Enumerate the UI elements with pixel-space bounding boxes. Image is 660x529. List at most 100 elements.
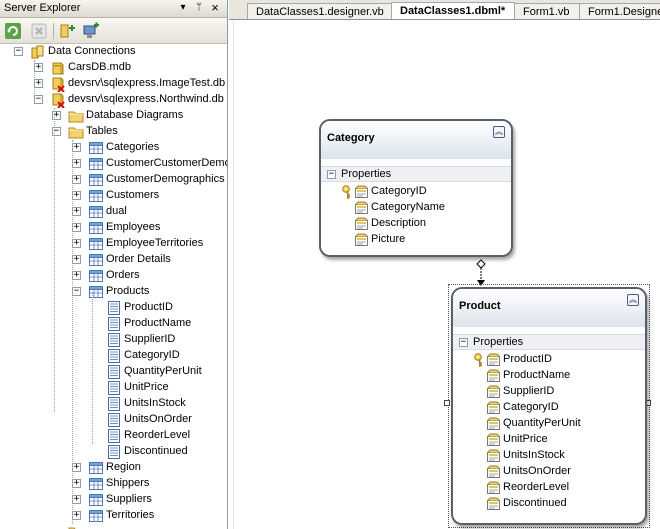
tree-node-label: UnitsOnOrder bbox=[124, 413, 192, 425]
expand-plus-icon[interactable]: + bbox=[72, 142, 81, 152]
entity-property-quantityperunit[interactable]: QuantityPerUnit bbox=[485, 416, 645, 432]
expand-plus-icon[interactable]: + bbox=[72, 174, 81, 184]
tree-node-column-productname[interactable]: ProductName bbox=[0, 316, 227, 332]
entity-property-categoryid[interactable]: CategoryID bbox=[485, 400, 645, 416]
entity-property-categoryname[interactable]: CategoryName bbox=[353, 200, 511, 216]
expand-plus-icon[interactable]: + bbox=[72, 238, 81, 248]
entity-property-description[interactable]: Description bbox=[353, 216, 511, 232]
entity-property-discontinued[interactable]: Discontinued bbox=[485, 496, 645, 512]
expand-plus-icon[interactable]: + bbox=[72, 478, 81, 488]
collapse-minus-icon[interactable]: − bbox=[34, 94, 43, 104]
connect-to-database-icon[interactable] bbox=[58, 22, 76, 40]
tree-node-column-unitprice[interactable]: UnitPrice bbox=[0, 380, 227, 396]
tree-node-tables[interactable]: − Tables bbox=[0, 124, 227, 140]
tree-node-label: ReorderLevel bbox=[124, 429, 191, 441]
property-icon bbox=[485, 416, 501, 432]
expand-plus-icon[interactable]: + bbox=[72, 270, 81, 280]
entity-property-supplierid[interactable]: SupplierID bbox=[485, 384, 645, 400]
expand-plus-icon[interactable]: + bbox=[34, 62, 43, 72]
tree-node-data-connections[interactable]: − Data Connections bbox=[0, 44, 227, 60]
entity-property-unitsinstock[interactable]: UnitsInStock bbox=[485, 448, 645, 464]
property-icon bbox=[353, 200, 369, 216]
tree-node-table-customers[interactable]: +Customers bbox=[0, 188, 227, 204]
expand-plus-icon[interactable]: + bbox=[72, 462, 81, 472]
tree-node-table-products[interactable]: −Products bbox=[0, 284, 227, 300]
tree-node-label: Database Diagrams bbox=[86, 109, 184, 121]
auto-hide-pin-icon[interactable]: ᛘ bbox=[196, 2, 202, 13]
table-icon bbox=[88, 284, 104, 300]
tree-connector-line bbox=[72, 140, 73, 524]
collapse-minus-icon[interactable]: − bbox=[52, 126, 61, 136]
tree-node-database-diagrams[interactable]: + Database Diagrams bbox=[0, 108, 227, 124]
tree-node-label: Tables bbox=[86, 125, 118, 137]
tree-node-table-categories[interactable]: +Categories bbox=[0, 140, 227, 156]
property-name: CategoryName bbox=[371, 201, 445, 213]
tree-node-table-shippers[interactable]: +Shippers bbox=[0, 476, 227, 492]
entity-property-picture[interactable]: Picture bbox=[353, 232, 511, 248]
tree-node-table-dual[interactable]: +dual bbox=[0, 204, 227, 220]
tree-node-label: Data Connections bbox=[48, 45, 136, 57]
expand-plus-icon[interactable]: + bbox=[52, 110, 61, 120]
tree-node-table-orders[interactable]: + Orders bbox=[0, 268, 227, 284]
tree-node-table-territories[interactable]: +Territories bbox=[0, 508, 227, 524]
tree-node-column-reorderlevel[interactable]: ReorderLevel bbox=[0, 428, 227, 444]
tree-node-table-suppliers[interactable]: +Suppliers bbox=[0, 492, 227, 508]
expand-plus-icon[interactable]: + bbox=[34, 78, 43, 88]
tree-node-table-employees[interactable]: +Employees bbox=[0, 220, 227, 236]
expand-plus-icon[interactable]: + bbox=[72, 494, 81, 504]
entity-property-unitsonorder[interactable]: UnitsOnOrder bbox=[485, 464, 645, 480]
expand-plus-icon[interactable]: + bbox=[72, 158, 81, 168]
collapse-minus-icon[interactable]: − bbox=[14, 46, 23, 56]
close-pane-icon[interactable]: × bbox=[211, 0, 219, 15]
tree-node-column-unitsonorder[interactable]: UnitsOnOrder bbox=[0, 412, 227, 428]
resize-handle-left[interactable] bbox=[444, 400, 450, 406]
window-position-dropdown-icon[interactable]: ▾ bbox=[180, 2, 186, 13]
tree-node-table-order-details[interactable]: +Order Details bbox=[0, 252, 227, 268]
entity-property-reorderlevel[interactable]: ReorderLevel bbox=[485, 480, 645, 496]
tree-node-table-employeeterritories[interactable]: +EmployeeTerritories bbox=[0, 236, 227, 252]
entity-product-properties-section[interactable]: − Properties bbox=[453, 334, 645, 350]
tab-dataclasses1-designer-vb[interactable]: DataClasses1.designer.vb bbox=[247, 3, 393, 19]
tab-form1-designer[interactable]: Form1.Designer bbox=[579, 3, 660, 19]
tree-node-column-unitsinstock[interactable]: UnitsInStock bbox=[0, 396, 227, 412]
collapse-minus-icon[interactable]: − bbox=[459, 337, 468, 347]
entity-property-unitprice[interactable]: UnitPrice bbox=[485, 432, 645, 448]
tree-node-column-productid[interactable]: ProductID bbox=[0, 300, 227, 316]
entity-category-properties-section[interactable]: − Properties bbox=[321, 166, 511, 182]
refresh-icon[interactable] bbox=[4, 22, 22, 40]
property-icon bbox=[485, 464, 501, 480]
tree-node-column-discontinued[interactable]: Discontinued bbox=[0, 444, 227, 460]
server-explorer-toolbar bbox=[0, 18, 227, 44]
property-name: ReorderLevel bbox=[503, 481, 570, 493]
property-icon bbox=[485, 400, 501, 416]
expand-plus-icon[interactable]: + bbox=[72, 222, 81, 232]
connect-to-server-icon[interactable] bbox=[82, 22, 100, 40]
expand-plus-icon[interactable]: + bbox=[72, 206, 81, 216]
entity-property-productname[interactable]: ProductName bbox=[485, 368, 645, 384]
expand-plus-icon[interactable]: + bbox=[72, 510, 81, 520]
tree-node-label: Orders bbox=[106, 269, 140, 281]
tree-node-column-supplierid[interactable]: SupplierID bbox=[0, 332, 227, 348]
entity-property-categoryid[interactable]: CategoryID bbox=[353, 184, 511, 200]
tab-form1-vb[interactable]: Form1.vb bbox=[514, 3, 580, 19]
tree-node-table-region[interactable]: +Region bbox=[0, 460, 227, 476]
tree-node-table-customercustomerdemo[interactable]: +CustomerCustomerDemo bbox=[0, 156, 227, 172]
expand-plus-icon[interactable]: + bbox=[72, 254, 81, 264]
collapse-minus-icon[interactable]: − bbox=[72, 286, 81, 296]
association-connector[interactable] bbox=[472, 256, 492, 288]
entity-category-collapse-icon[interactable]: ︽ bbox=[493, 126, 505, 138]
expand-plus-icon[interactable]: + bbox=[72, 190, 81, 200]
tree-node-column-quantityperunit[interactable]: QuantityPerUnit bbox=[0, 364, 227, 380]
tree-node-column-categoryid[interactable]: CategoryID bbox=[0, 348, 227, 364]
entity-product-collapse-icon[interactable]: ︽ bbox=[627, 294, 639, 306]
stop-icon[interactable] bbox=[30, 22, 48, 40]
collapse-minus-icon[interactable]: − bbox=[327, 169, 336, 179]
table-icon bbox=[88, 236, 104, 252]
entity-property-productid[interactable]: ProductID bbox=[485, 352, 645, 368]
tree-node-table-customerdemographics[interactable]: +CustomerDemographics bbox=[0, 172, 227, 188]
table-icon bbox=[88, 204, 104, 220]
tab-dataclasses1-dbml[interactable]: DataClasses1.dbml* bbox=[391, 2, 515, 19]
